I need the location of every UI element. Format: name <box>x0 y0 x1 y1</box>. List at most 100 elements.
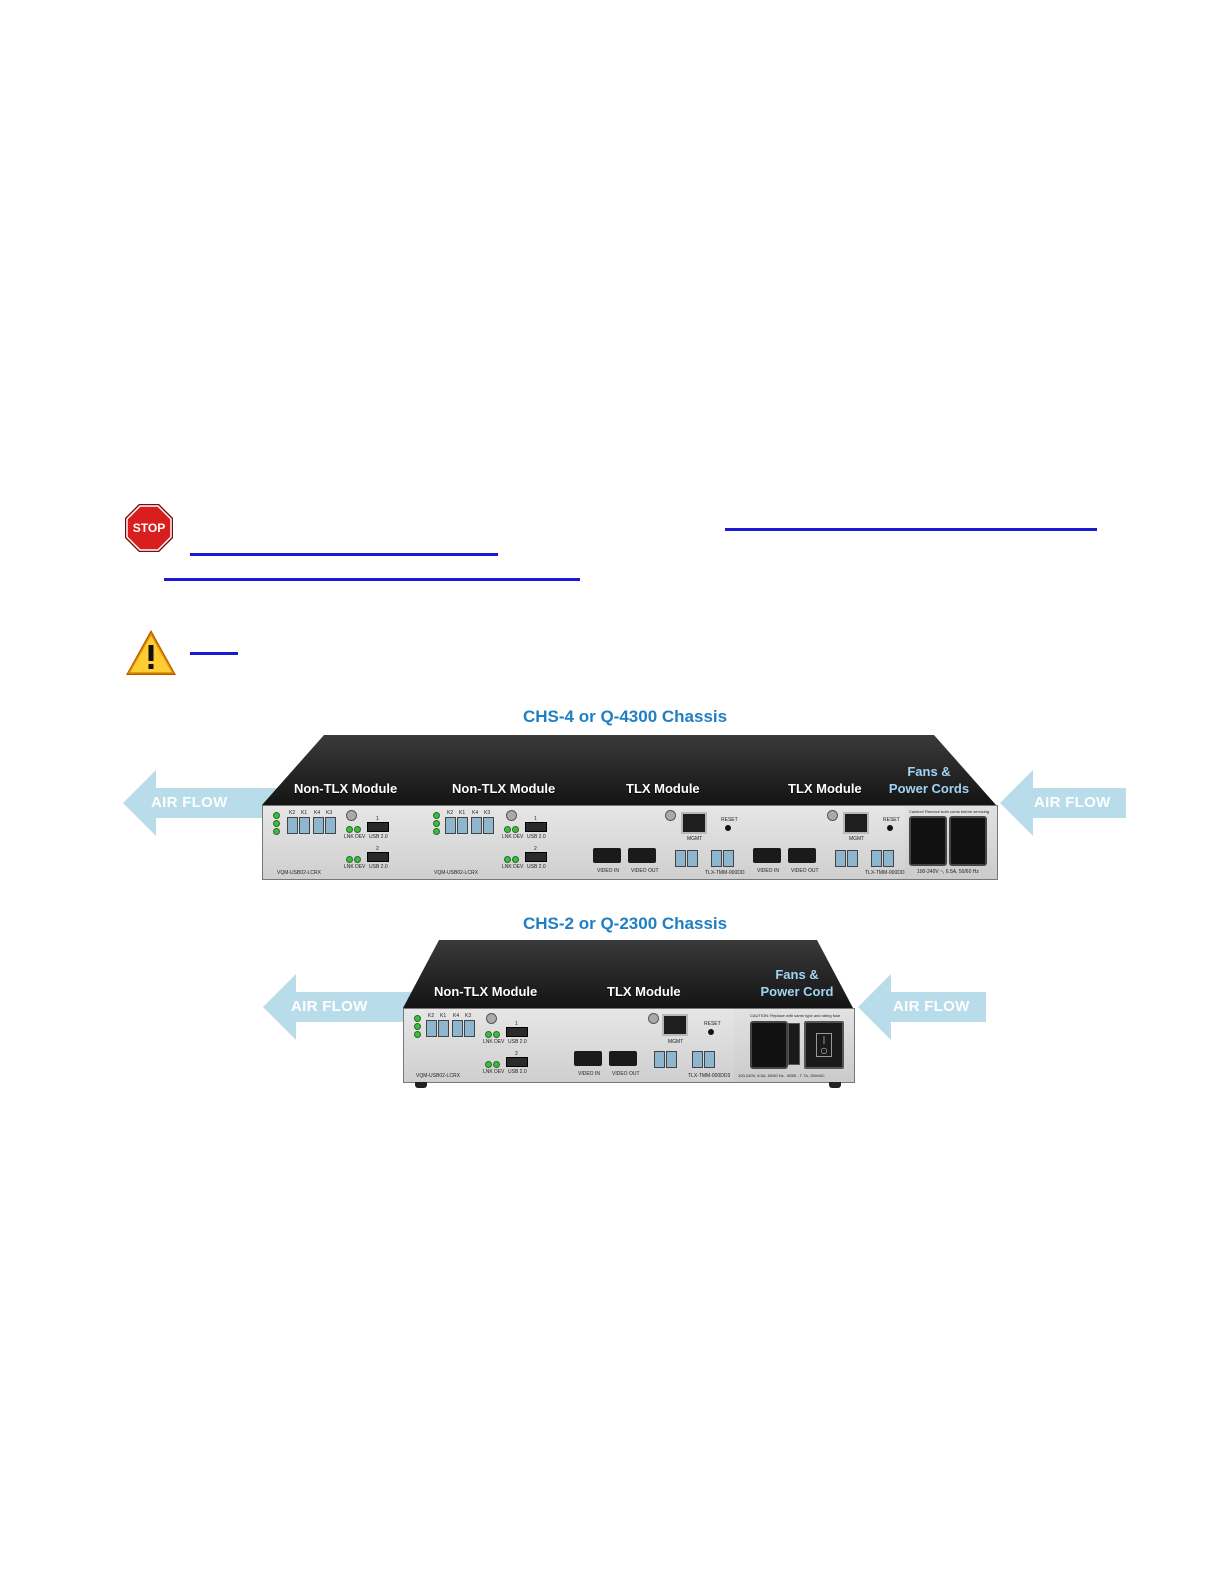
led <box>504 826 511 833</box>
chassis-4-body <box>262 735 996 805</box>
chassis-2-fans-line1: Fans & <box>775 967 819 982</box>
usb-port[interactable] <box>525 822 547 832</box>
sfp-port[interactable] <box>464 1020 475 1037</box>
fiber-port[interactable] <box>704 1051 715 1068</box>
usb-port[interactable] <box>525 852 547 862</box>
chassis-2-fans-label: Fans & Power Cord <box>756 966 838 1000</box>
usb-port[interactable] <box>506 1027 528 1037</box>
airflow-right-2-text: AIR FLOW <box>893 998 970 1015</box>
power-switch-rocker: |○ <box>816 1033 832 1057</box>
thumbscrew-icon[interactable] <box>648 1013 659 1024</box>
led <box>414 1015 421 1022</box>
fiber-port[interactable] <box>666 1051 677 1068</box>
video-out-port[interactable] <box>788 848 816 863</box>
sfp-port[interactable] <box>299 817 310 834</box>
sfp-label: K3 <box>326 810 333 816</box>
fiber-port[interactable] <box>723 850 734 867</box>
led <box>493 1061 500 1068</box>
usb-number: 1 <box>376 816 379 822</box>
video-in-port[interactable] <box>593 848 621 863</box>
thumbscrew-icon[interactable] <box>827 810 838 821</box>
chassis-2-foot-right <box>829 1082 841 1088</box>
usb-label: USB 2.0 <box>508 1039 527 1045</box>
fiber-port[interactable] <box>883 850 894 867</box>
chassis-4-module-label-3: TLX Module <box>626 781 700 796</box>
sfp-label: K4 <box>314 810 321 816</box>
sfp-port[interactable] <box>483 817 494 834</box>
link-underline-4[interactable] <box>190 652 238 655</box>
led <box>354 856 361 863</box>
power-inlet-2[interactable] <box>949 816 987 866</box>
fiber-port[interactable] <box>847 850 858 867</box>
fiber-port[interactable] <box>654 1051 665 1068</box>
warning-triangle-icon <box>124 628 178 678</box>
video-out-label: VIDEO OUT <box>631 868 659 874</box>
mgmt-ethernet-port[interactable] <box>843 812 869 834</box>
usb-label: USB 2.0 <box>527 864 546 870</box>
fiber-port[interactable] <box>871 850 882 867</box>
model-label: TLX-TMM-000DD3 <box>705 870 748 876</box>
model-label: TLX-TMM-000DD3 <box>688 1073 731 1079</box>
video-out-port[interactable] <box>609 1051 637 1066</box>
sfp-port[interactable] <box>313 817 324 834</box>
chassis-2-module-2: MGMT RESET VIDEO IN VIDEO OUT TLX-TMM-00… <box>564 1009 735 1082</box>
power-inlet-1[interactable] <box>909 816 947 866</box>
reset-label: RESET <box>883 817 900 823</box>
sfp-port[interactable] <box>438 1020 449 1037</box>
sfp-label: K1 <box>301 810 308 816</box>
led <box>433 828 440 835</box>
link-dev-label: LNK DEV <box>502 864 524 870</box>
video-in-port[interactable] <box>574 1051 602 1066</box>
mgmt-ethernet-port[interactable] <box>662 1014 688 1036</box>
fiber-port[interactable] <box>835 850 846 867</box>
chassis-4-module-3: MGMT RESET VIDEO IN VIDEO OUT TLX-TMM-00… <box>583 806 748 879</box>
link-underline-3[interactable] <box>164 578 580 581</box>
led <box>493 1031 500 1038</box>
video-in-port[interactable] <box>753 848 781 863</box>
sfp-port[interactable] <box>452 1020 463 1037</box>
power-inlet[interactable] <box>750 1021 788 1069</box>
led <box>433 820 440 827</box>
chassis-4-front-panel: K2 K1 K4 K3 LNK DEV 1 USB 2.0 LNK DEV 2 … <box>262 805 998 880</box>
mgmt-ethernet-port[interactable] <box>681 812 707 834</box>
usb-port[interactable] <box>367 822 389 832</box>
sfp-label: K2 <box>289 810 296 816</box>
led <box>346 826 353 833</box>
mgmt-label: MGMT <box>668 1039 684 1045</box>
reset-button[interactable] <box>708 1029 714 1035</box>
video-out-port[interactable] <box>628 848 656 863</box>
usb-number: 1 <box>515 1021 518 1027</box>
sfp-port[interactable] <box>287 817 298 834</box>
usb-label: USB 2.0 <box>508 1069 527 1075</box>
led <box>414 1023 421 1030</box>
link-underline-1[interactable] <box>725 528 1097 531</box>
fiber-port[interactable] <box>711 850 722 867</box>
sfp-port[interactable] <box>471 817 482 834</box>
sfp-label: K4 <box>472 810 479 816</box>
usb-port[interactable] <box>367 852 389 862</box>
fiber-port[interactable] <box>692 1051 703 1068</box>
fiber-port[interactable] <box>687 850 698 867</box>
chassis-4-fans-label: Fans & Power Cords <box>888 763 970 797</box>
reset-button[interactable] <box>887 825 893 831</box>
thumbscrew-icon[interactable] <box>346 810 357 821</box>
thumbscrew-icon[interactable] <box>486 1013 497 1024</box>
sfp-port[interactable] <box>445 817 456 834</box>
chassis-2-module-1: K2 K1 K4 K3 LNK DEV 1 USB 2.0 LNK DEV 2 … <box>404 1009 565 1082</box>
model-label: VQM-USB02-LCRX <box>434 870 478 876</box>
sfp-port[interactable] <box>457 817 468 834</box>
usb-port[interactable] <box>506 1057 528 1067</box>
reset-button[interactable] <box>725 825 731 831</box>
link-underline-2[interactable] <box>190 553 498 556</box>
led <box>512 856 519 863</box>
thumbscrew-icon[interactable] <box>665 810 676 821</box>
sfp-port[interactable] <box>325 817 336 834</box>
fiber-port[interactable] <box>675 850 686 867</box>
reset-label: RESET <box>721 817 738 823</box>
chassis-4-fans-line2: Power Cords <box>888 781 970 796</box>
usb-number: 1 <box>534 816 537 822</box>
led <box>504 856 511 863</box>
sfp-port[interactable] <box>426 1020 437 1037</box>
thumbscrew-icon[interactable] <box>506 810 517 821</box>
power-switch[interactable]: |○ <box>804 1021 844 1069</box>
